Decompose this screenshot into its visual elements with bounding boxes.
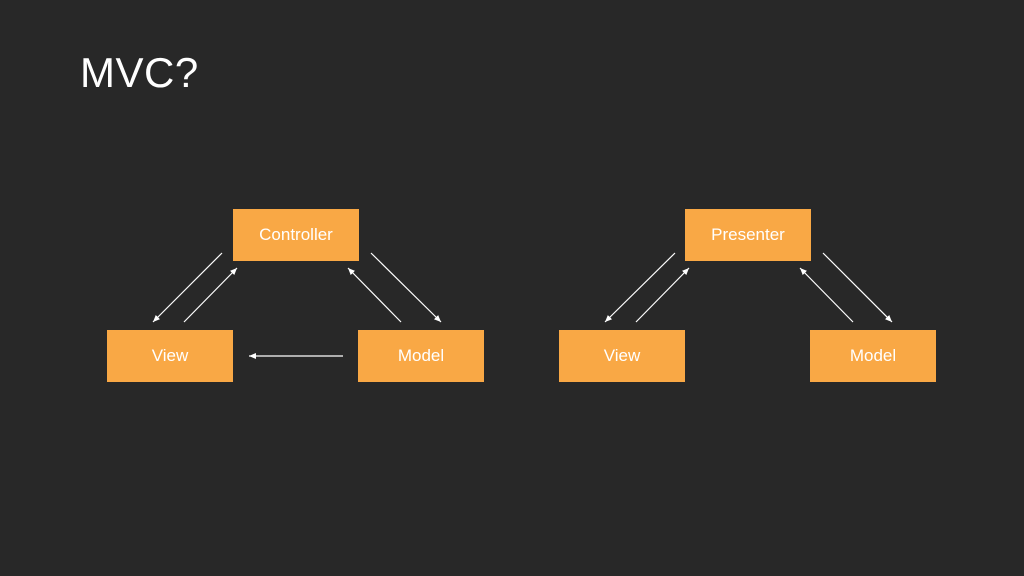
model-label: Model [849, 346, 897, 365]
model-box: Model [358, 330, 484, 382]
controller-label: Controller [259, 225, 333, 244]
presenter-box: Presenter [685, 209, 811, 261]
view-label: View [603, 346, 641, 365]
view-label: View [151, 346, 189, 365]
model-box: Model [810, 330, 936, 382]
arrow-model-to-presenter [799, 267, 854, 323]
arrow-model-to-controller [347, 267, 402, 323]
slide-title: MVC? [80, 49, 199, 96]
arrow-presenter-to-model [822, 252, 893, 323]
controller-box: Controller [233, 209, 359, 261]
view-box: View [107, 330, 233, 382]
arrow-view-to-presenter [635, 267, 690, 323]
arrow-controller-to-view [152, 252, 223, 323]
view-box: View [559, 330, 685, 382]
arrow-view-to-controller [183, 267, 238, 323]
arrow-controller-to-model [370, 252, 442, 323]
arrow-presenter-to-view [604, 252, 676, 323]
presenter-label: Presenter [711, 225, 785, 244]
model-label: Model [397, 346, 445, 365]
